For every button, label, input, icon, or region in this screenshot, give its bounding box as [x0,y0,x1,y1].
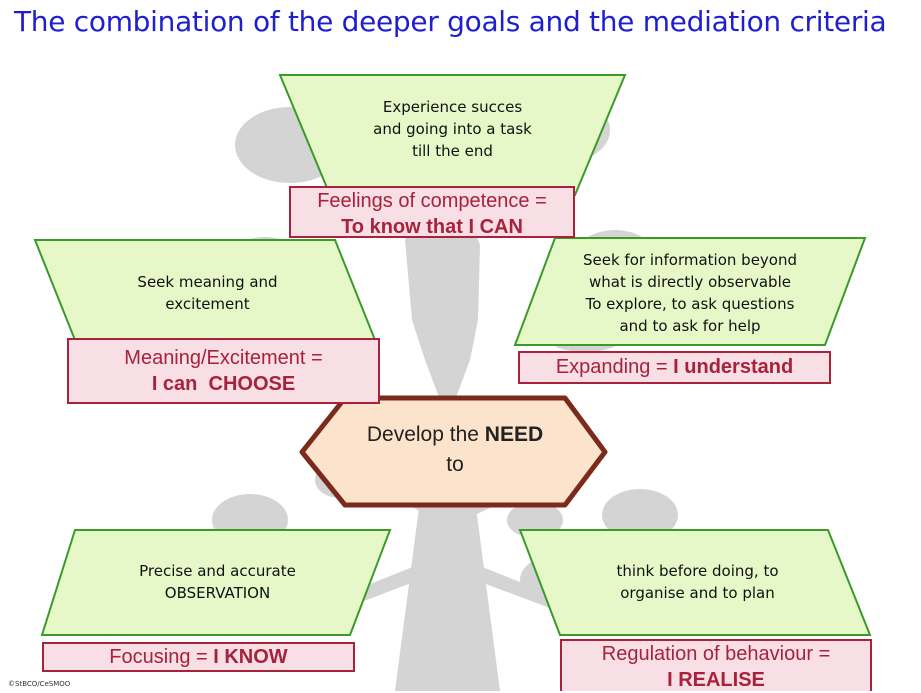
center-line2: to [446,453,464,476]
bottom-right-goal-line: organise and to plan [620,584,775,602]
expanding-label-prefix: Expanding = [555,356,674,378]
right-goal-text: Seek for information beyond what is dire… [540,249,840,337]
top-goal-text: Experience succes and going into a task … [330,96,575,162]
focusing-label-bold: I KNOW [213,646,288,668]
center-line1-bold: NEED [484,423,544,446]
competence-label-box: Feelings of competence = To know that I … [289,186,575,238]
right-goal-line: and to ask for help [619,317,761,335]
competence-label-line1: Feelings of competence = [317,190,547,212]
regulation-label-box: Regulation of behaviour = I REALISE [560,639,872,691]
focusing-label-prefix: Focusing = [109,646,214,668]
right-goal-line: To explore, to ask questions [585,295,795,313]
regulation-label-line2: I REALISE [667,669,765,691]
bottom-right-goal-shape [518,529,872,636]
bottom-left-goal-line: Precise and accurate [139,562,296,580]
top-goal-line: till the end [412,142,493,160]
left-goal-line: excitement [165,295,250,313]
competence-label-line2: To know that I CAN [341,216,523,238]
meaning-label-line1: Meaning/Excitement = [124,347,323,369]
center-need-hexagon [299,395,608,508]
expanding-label-box: Expanding = I understand [518,351,831,384]
bottom-left-goal-shape [40,529,392,636]
top-goal-line: Experience succes [382,98,523,116]
regulation-label-line1: Regulation of behaviour = [601,643,831,665]
top-goal-shape [278,74,627,196]
center-line1-prefix: Develop the [366,423,485,446]
copyright-notice: ©StBCO/CeSMOO [8,680,71,688]
right-goal-shape [513,237,867,346]
expanding-label-bold: I understand [673,356,794,378]
bottom-right-goal-text: think before doing, to organise and to p… [570,560,825,604]
right-goal-line: what is directly observable [589,273,791,291]
top-goal-line: and going into a task [373,120,532,138]
bottom-left-goal-line: OBSERVATION [164,584,271,602]
meaning-label-line2: I can CHOOSE [151,373,296,395]
focusing-label-box: Focusing = I KNOW [42,642,355,672]
bottom-right-goal-line: think before doing, to [616,562,779,580]
bottom-left-goal-text: Precise and accurate OBSERVATION [90,560,345,604]
center-need-text: Develop the NEED to [320,420,590,480]
right-goal-line: Seek for information beyond [583,251,797,269]
left-goal-line: Seek meaning and [137,273,278,291]
page-title: The combination of the deeper goals and … [14,5,887,38]
meaning-label-box: Meaning/Excitement = I can CHOOSE [67,338,380,404]
left-goal-text: Seek meaning and excitement [80,271,335,315]
